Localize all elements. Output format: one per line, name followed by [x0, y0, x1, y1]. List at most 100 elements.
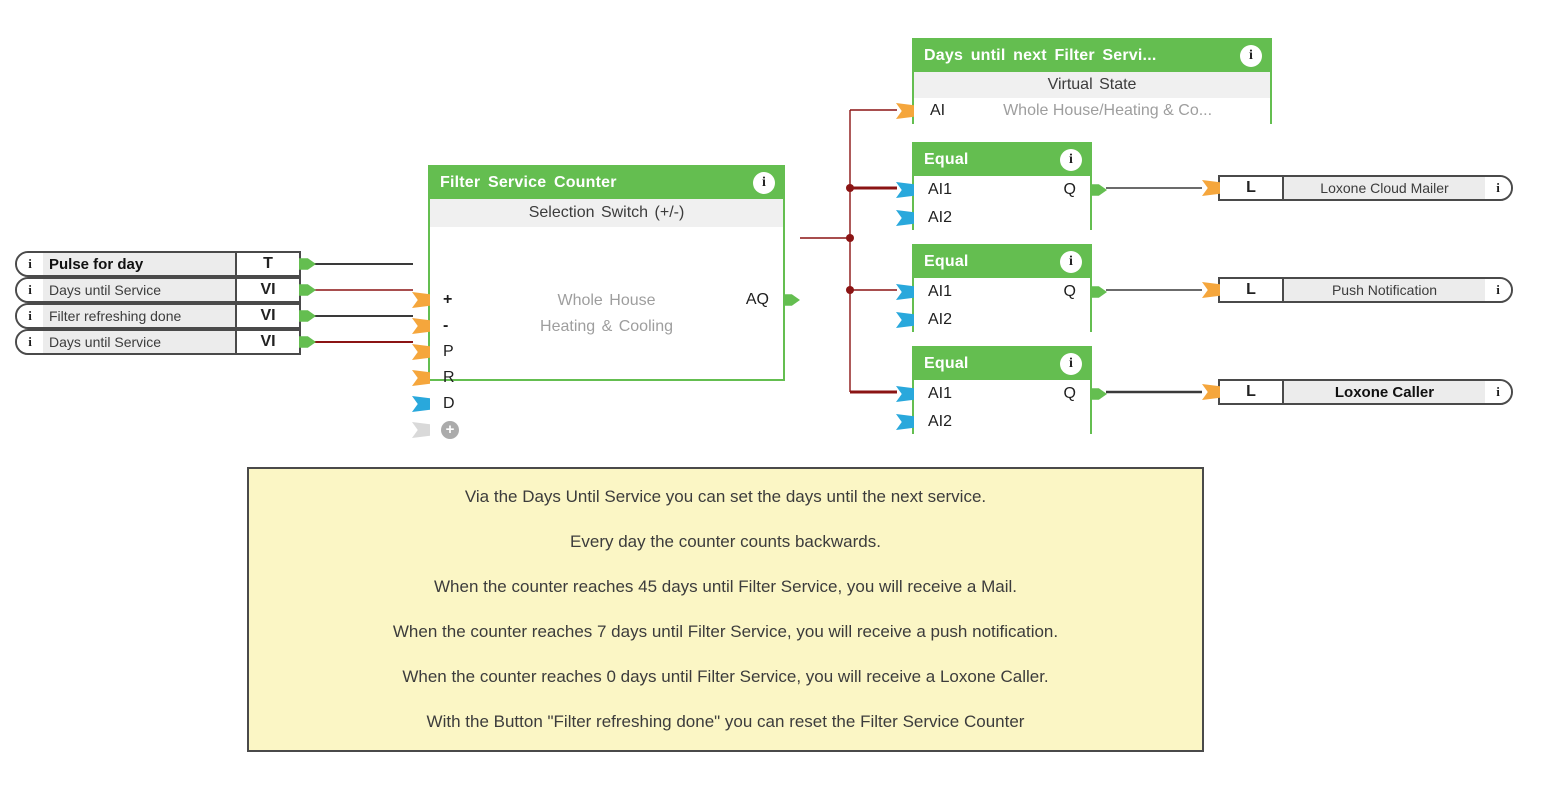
comment-note[interactable]: Via the Days Until Service you can set t… — [247, 467, 1204, 752]
input-connector-ai2[interactable] — [896, 210, 914, 226]
virtual-input-days-until-service-2[interactable]: i Days until Service VI — [15, 329, 316, 355]
virtual-input-days-until-service-1[interactable]: i Days until Service VI — [15, 277, 316, 303]
input-connector-ai2[interactable] — [896, 312, 914, 328]
input-label: Days until Service — [49, 334, 162, 350]
info-icon[interactable]: i — [1060, 251, 1082, 273]
input-connector-ai[interactable] — [896, 103, 914, 119]
input-label: Pulse for day — [49, 255, 144, 273]
input-label: Filter refreshing done — [49, 308, 182, 324]
input-connector-ai2[interactable] — [896, 414, 914, 430]
equal-block-2[interactable]: Equal i AI1 AI2 Q — [896, 244, 1107, 334]
note-line: When the counter reaches 45 days until F… — [434, 577, 1017, 597]
block-title: Days until next Filter Servi... — [924, 47, 1157, 64]
virtual-output-push-notification[interactable]: L Push Notification i — [1202, 277, 1513, 303]
output-connector[interactable] — [299, 258, 316, 270]
input-connector[interactable] — [1202, 384, 1220, 400]
output-type: L — [1220, 177, 1284, 199]
block-header: Equal i — [914, 144, 1090, 176]
block-title: Equal — [924, 355, 969, 372]
note-line: Via the Days Until Service you can set t… — [464, 487, 987, 507]
virtual-output-loxone-cloud-mailer[interactable]: L Loxone Cloud Mailer i — [1202, 175, 1513, 201]
block-header: Days until next Filter Servi... i — [914, 40, 1270, 72]
block-body: + - P R D Whole House Heating & Cooling … — [412, 227, 800, 439]
filter-service-counter-block[interactable]: Filter Service Counter i Selection Switc… — [412, 165, 800, 439]
output-code-q: Q — [1063, 385, 1076, 402]
input-type: VI — [235, 279, 299, 301]
info-icon[interactable]: i — [1240, 45, 1262, 67]
output-type: L — [1220, 279, 1284, 301]
info-icon[interactable]: i — [17, 253, 43, 275]
output-code-aq: AQ — [745, 291, 769, 308]
virtual-output-loxone-caller[interactable]: L Loxone Caller i — [1202, 379, 1513, 405]
input-connector-p[interactable] — [412, 344, 430, 360]
virtual-input-filter-refreshing-done[interactable]: i Filter refreshing done VI — [15, 303, 316, 329]
block-subtitle: Selection Switch (+/-) — [430, 199, 783, 227]
input-code-p: P — [443, 343, 454, 360]
info-icon[interactable]: i — [1060, 353, 1082, 375]
output-connector-q[interactable] — [1090, 286, 1107, 298]
output-connector[interactable] — [299, 336, 316, 348]
output-code-q: Q — [1063, 181, 1076, 198]
block-desc-room: Whole House — [557, 292, 656, 309]
info-icon[interactable]: i — [1485, 381, 1511, 403]
input-code-ai2: AI2 — [928, 311, 953, 328]
add-input-button[interactable]: + — [441, 421, 459, 439]
equal-block-3[interactable]: Equal i AI1 AI2 Q — [896, 346, 1107, 436]
block-body: AI1 AI2 Q — [896, 380, 1107, 436]
info-icon[interactable]: i — [17, 331, 43, 353]
input-connector-r[interactable] — [412, 370, 430, 386]
input-code-ai: AI — [930, 102, 946, 119]
output-connector-aq[interactable] — [783, 294, 800, 306]
input-connector-ai1[interactable] — [896, 182, 914, 198]
input-code-r: R — [443, 369, 455, 386]
input-connector-minus[interactable] — [412, 318, 430, 334]
output-label: Loxone Caller — [1334, 383, 1435, 401]
block-title: Equal — [924, 151, 969, 168]
output-label: Push Notification — [1331, 282, 1438, 298]
output-label: Loxone Cloud Mailer — [1320, 180, 1449, 196]
input-label: Days until Service — [49, 282, 162, 298]
info-icon[interactable]: i — [1485, 279, 1511, 301]
block-body: AI1 AI2 Q — [896, 176, 1107, 232]
input-code-d: D — [443, 395, 455, 412]
input-code-ai2: AI2 — [928, 209, 953, 226]
block-header: Filter Service Counter i — [430, 167, 783, 199]
info-icon[interactable]: i — [753, 172, 775, 194]
equal-block-1[interactable]: Equal i AI1 AI2 Q — [896, 142, 1107, 232]
output-connector-q[interactable] — [1090, 388, 1107, 400]
info-icon[interactable]: i — [17, 279, 43, 301]
note-line: With the Button "Filter refreshing done"… — [426, 711, 1025, 731]
input-connector-d[interactable] — [412, 396, 430, 412]
input-connector[interactable] — [1202, 282, 1220, 298]
input-code-ai1: AI1 — [928, 181, 953, 198]
note-line: When the counter reaches 0 days until Fi… — [402, 666, 1049, 686]
input-code-minus: - — [443, 317, 449, 334]
virtual-state-block[interactable]: Days until next Filter Servi... i Virtua… — [896, 38, 1272, 124]
input-connector[interactable] — [1202, 180, 1220, 196]
input-connector-ai1[interactable] — [896, 386, 914, 402]
block-subtitle: Virtual State — [914, 72, 1270, 98]
note-line: When the counter reaches 7 days until Fi… — [392, 621, 1059, 641]
virtual-input-pulse-for-day[interactable]: i Pulse for day T — [15, 251, 316, 277]
output-type: L — [1220, 381, 1284, 403]
input-connector-plus[interactable] — [412, 292, 430, 308]
info-icon[interactable]: i — [1485, 177, 1511, 199]
block-header: Equal i — [914, 246, 1090, 278]
block-desc-category: Heating & Cooling — [540, 318, 673, 335]
input-code-plus: + — [443, 291, 453, 308]
info-icon[interactable]: i — [17, 305, 43, 327]
info-icon[interactable]: i — [1060, 149, 1082, 171]
block-body: AI1 AI2 Q — [896, 278, 1107, 334]
block-header: Equal i — [914, 348, 1090, 380]
output-connector-q[interactable] — [1090, 184, 1107, 196]
output-code-q: Q — [1063, 283, 1076, 300]
input-connector-add[interactable] — [412, 422, 430, 438]
input-code-ai1: AI1 — [928, 283, 953, 300]
input-connector-ai1[interactable] — [896, 284, 914, 300]
input-type: VI — [235, 305, 299, 327]
input-type: VI — [235, 331, 299, 353]
output-connector[interactable] — [299, 284, 316, 296]
output-connector[interactable] — [299, 310, 316, 322]
block-title: Equal — [924, 253, 969, 270]
